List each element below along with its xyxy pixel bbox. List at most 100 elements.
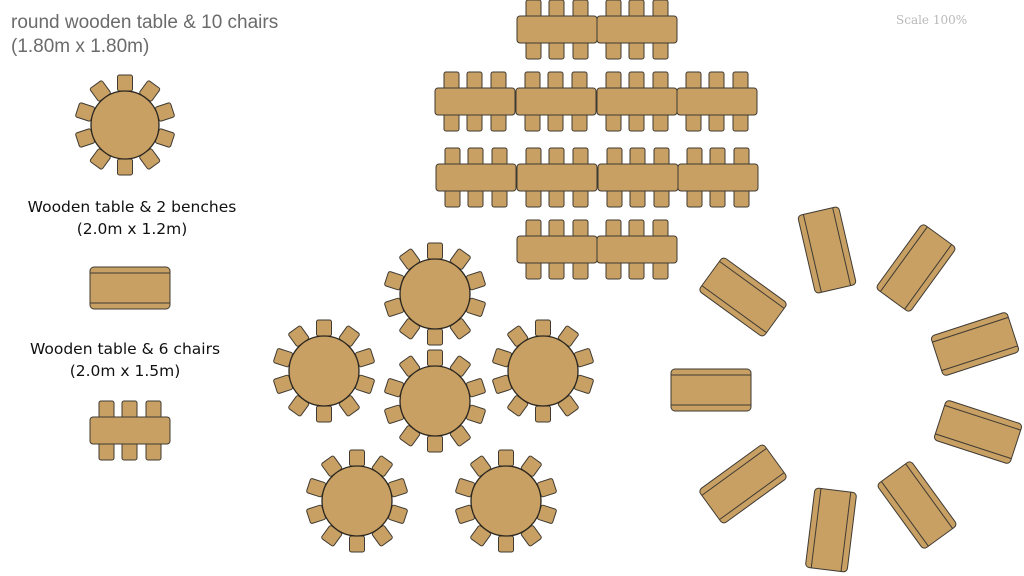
table-2-benches: [876, 224, 956, 312]
table-2-benches: [934, 400, 1022, 464]
bench-table-legend: Wooden table & 2 benches (2.0m x 1.2m): [2, 196, 262, 240]
chair: [427, 242, 443, 260]
table-2-benches: [699, 257, 787, 337]
round-table-10-chairs: [273, 319, 375, 423]
table-6-chairs: [676, 71, 758, 132]
chair: [535, 319, 551, 337]
table-top: [516, 235, 598, 264]
bench-table-outline: [699, 444, 787, 524]
bench-table-legend-title: Wooden table & 2 benches: [27, 198, 237, 216]
bench-table-legend-size: (2.0m x 1.2m): [76, 220, 188, 238]
chair: [349, 535, 365, 553]
table-top: [434, 87, 516, 116]
chairs-table-legend-title: Wooden table & 6 chairs: [29, 340, 221, 358]
table-6-chairs: [516, 0, 598, 60]
bench-table-outline: [934, 400, 1022, 464]
table-6-chairs: [515, 71, 597, 132]
bench-edge: [879, 226, 928, 292]
table-6-chairs: [596, 0, 678, 60]
bench-edge: [880, 481, 929, 547]
scale-label: Scale 100%: [896, 13, 968, 27]
bench-edge: [832, 207, 852, 286]
chair: [117, 74, 133, 92]
chair: [349, 449, 365, 467]
table-top: [435, 163, 517, 192]
table-6-chairs: [677, 147, 759, 208]
table-6-chairs: [596, 71, 678, 132]
table-6-chairs: [434, 71, 516, 132]
table-top: [677, 163, 759, 192]
bench-edge: [701, 285, 767, 334]
round-table-top: [399, 365, 471, 437]
bench-edge: [701, 447, 767, 496]
bench-edge: [810, 488, 822, 568]
table-6-chairs: [597, 147, 679, 208]
chair: [316, 405, 332, 423]
table-top: [596, 235, 678, 264]
round-table-10-chairs: [306, 449, 408, 553]
bench-table-outline: [670, 368, 752, 412]
round-table-legend-size: (1.80m x 1.80m): [11, 36, 150, 57]
round-table-legend-title: round wooden table & 10 chairs: [11, 12, 279, 33]
chair: [498, 449, 514, 467]
table-top: [515, 87, 597, 116]
bench-edge: [719, 260, 785, 309]
table-6-chairs: [516, 147, 598, 208]
bench-table-outline: [797, 206, 857, 294]
table-2-benches: [699, 444, 787, 524]
chair: [427, 349, 443, 367]
bench-edge: [935, 433, 1012, 460]
table-top: [596, 87, 678, 116]
table-top: [676, 87, 758, 116]
table-top: [89, 416, 171, 445]
chair: [535, 405, 551, 423]
bench-table-outline: [805, 487, 857, 573]
chair: [427, 435, 443, 453]
table-2-benches: [931, 312, 1019, 376]
chairs-table-legend-size: (2.0m x 1.5m): [69, 362, 181, 380]
legend-table-6-chairs: [89, 400, 171, 461]
bench-table-outline: [877, 461, 957, 549]
round-table-top: [399, 258, 471, 330]
table-top: [516, 163, 598, 192]
table-2-benches: [877, 461, 957, 549]
table-2-benches: [805, 487, 857, 573]
bench-edge: [932, 316, 1009, 343]
table-6-chairs: [435, 147, 517, 208]
bench-edge: [905, 463, 954, 529]
chair: [427, 328, 443, 346]
round-table-10-chairs: [384, 349, 486, 453]
bench-edge: [944, 404, 1021, 431]
bench-edge: [802, 214, 822, 293]
round-table-top: [321, 465, 393, 537]
bench-edge: [719, 472, 785, 521]
table-top: [596, 15, 678, 44]
round-table-10-chairs: [384, 242, 486, 346]
bench-edge: [941, 345, 1018, 372]
chair: [117, 158, 133, 176]
table-top: [516, 15, 598, 44]
bench-edge: [840, 492, 852, 572]
table-top: [597, 163, 679, 192]
bench-edge: [904, 244, 953, 310]
legend-round-table-10-chairs: [75, 74, 175, 176]
chair: [498, 535, 514, 553]
table-2-benches: [670, 368, 752, 412]
bench-table-outline: [89, 266, 171, 310]
bench-table-outline: [931, 312, 1019, 376]
bench-table-outline: [876, 224, 956, 312]
round-table-top: [288, 335, 360, 407]
round-table-10-chairs: [492, 319, 594, 423]
round-table-10-chairs: [455, 449, 557, 553]
bench-table-outline: [699, 257, 787, 337]
round-table-top: [507, 335, 579, 407]
round-table-top: [90, 90, 160, 160]
table-6-chairs: [516, 219, 598, 280]
table-2-benches: [797, 206, 857, 294]
table-6-chairs: [596, 219, 678, 280]
round-table-top: [470, 465, 542, 537]
legend-table-2-benches: [89, 266, 171, 310]
chair: [316, 319, 332, 337]
